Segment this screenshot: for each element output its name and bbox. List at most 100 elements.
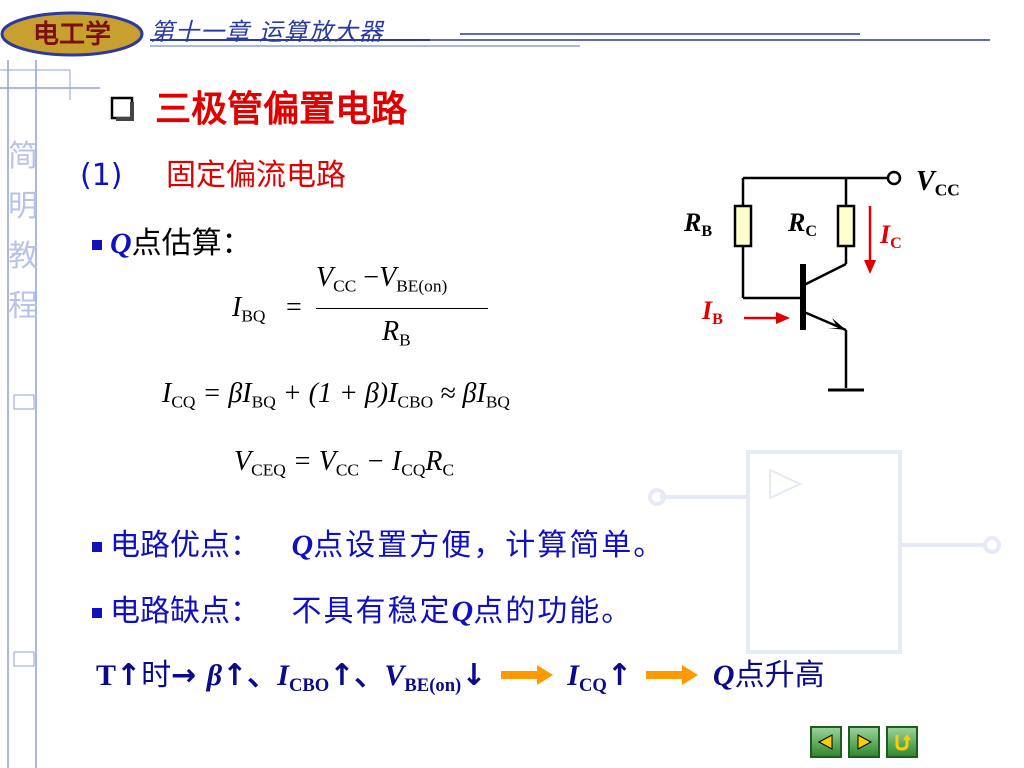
orange-arrow-icon <box>646 665 699 685</box>
chain-i: I <box>277 659 289 692</box>
chain-up1: ↑ <box>116 658 142 693</box>
eq3-part2: − I <box>366 446 402 477</box>
return-button[interactable] <box>886 726 918 758</box>
slide-title: 三极管偏置电路 <box>155 89 408 130</box>
eq1-minus: − <box>363 262 380 293</box>
vtitle-char: 简 <box>8 139 38 174</box>
chain-up3: ↑、 <box>329 658 385 693</box>
chain-shi: 时 <box>141 658 172 693</box>
eq3-sub-cq: CQ <box>401 460 426 480</box>
transistor-base-bar <box>800 264 806 330</box>
eq2-i: I <box>162 378 172 409</box>
chain-beta: β <box>206 659 223 692</box>
section-title: 固定偏流电路 <box>166 158 347 193</box>
disadvantage-label: 电路缺点： <box>110 594 260 629</box>
square-bullet-icon <box>92 608 102 618</box>
vcc-v: V <box>916 166 935 197</box>
eq3-sub-c: C <box>442 460 455 480</box>
eq1-lhs-sub: BQ <box>241 306 266 326</box>
section-number: (1) <box>80 158 123 193</box>
eq2-sub-cq: CQ <box>171 392 196 412</box>
disadvantage-post: 点的功能。 <box>473 594 634 629</box>
circuit-diagram <box>733 170 902 392</box>
slide-title-row: 三极管偏置电路 <box>108 80 407 132</box>
rc-sub: C <box>805 223 817 241</box>
chapter-title: 第十一章 运算放大器 <box>150 18 384 46</box>
orange-arrow-icon <box>500 665 553 685</box>
ic-arrow-head <box>864 260 876 274</box>
eq1-sub2: BE(on) <box>396 276 448 296</box>
eq1-v2: V <box>379 262 397 293</box>
advantage-row: 电路优点： Q点设置方便，计算简单。 <box>92 520 665 564</box>
square-bullet-icon <box>92 542 102 552</box>
ic-sub: C <box>890 235 902 253</box>
eq2-part1: = βI <box>202 378 252 409</box>
chain-sub-cq: CQ <box>578 674 607 696</box>
rc-r: R <box>788 208 806 237</box>
chain-t: T <box>96 659 117 692</box>
equation-vceq: VCEQ = VCC − ICQRC <box>234 446 454 481</box>
eq2-sub-cbo: CBO <box>397 392 434 412</box>
chain-down: ↓ <box>461 658 487 693</box>
eq1-fraction-line <box>316 308 488 309</box>
chain-sub-be: BE(on) <box>404 674 462 696</box>
ic-i: I <box>880 220 891 249</box>
rc-label: RC <box>788 208 817 241</box>
eq2-sub-bq2: BQ <box>485 392 510 412</box>
vcc-sub: CC <box>934 180 960 200</box>
advantage-q: Q <box>291 529 314 562</box>
eq2-part3: ≈ βI <box>440 378 486 409</box>
bottom-chain: T↑时→ β↑、ICBO↑、VBE(on)↓ ICQ↑ Q点升高 <box>96 650 825 697</box>
eq1-den-r: R <box>382 316 400 347</box>
advantage-label: 电路优点： <box>110 528 260 563</box>
ib-label: IB <box>702 296 723 329</box>
nav-buttons <box>810 726 918 758</box>
eq2-part2: + (1 + β)I <box>282 378 398 409</box>
square-bullet-icon <box>92 240 102 250</box>
eq1-denominator: RB <box>382 316 411 351</box>
prev-button[interactable] <box>810 726 842 758</box>
q-label-text: 点估算： <box>131 226 252 261</box>
chain-v: V <box>384 659 405 692</box>
eq1-equals: = <box>286 292 302 323</box>
ic-label: IC <box>880 220 902 253</box>
eq3-v: V <box>234 446 252 477</box>
equation-icq: ICQ = βIBQ + (1 + β)ICBO ≈ βIBQ <box>162 378 510 413</box>
checkbox-bullet-icon <box>110 96 134 121</box>
chain-rise: 点升高 <box>734 658 825 693</box>
triangle-left-icon <box>817 734 833 750</box>
ib-i: I <box>702 296 713 325</box>
ib-sub: B <box>712 311 723 329</box>
equation-ibq: IBQ = VCC −VBE(on) RB <box>232 262 502 362</box>
chain-q: Q <box>712 659 735 692</box>
chain-i2: I <box>567 659 579 692</box>
eq3-sub-cc: CC <box>335 460 360 480</box>
advantage-text: 点设置方便，计算简单。 <box>313 528 666 563</box>
ib-arrow-head <box>776 312 790 324</box>
emitter-arrow <box>828 318 846 330</box>
eq1-numerator: VCC −VBE(on) <box>316 262 447 297</box>
eq1-den-sub: B <box>399 330 411 350</box>
disadvantage-pre: 不具有稳定 <box>291 594 452 629</box>
return-arrow-icon <box>895 734 911 751</box>
rc-resistor <box>836 204 856 248</box>
triangle-right-icon <box>857 734 873 750</box>
sidebar-vertical-title: 简 明 教 程 <box>6 132 40 332</box>
vcc-label: VCC <box>916 166 960 201</box>
chain-arrow: → <box>171 658 197 693</box>
next-button[interactable] <box>848 726 880 758</box>
vcc-terminal <box>886 170 902 186</box>
eq3-part1: = V <box>292 446 336 477</box>
chain-up4: ↑ <box>606 658 632 693</box>
eq3-sub-ceq: CEQ <box>251 460 286 480</box>
disadvantage-q: Q <box>451 595 474 628</box>
rb-r: R <box>684 208 702 237</box>
eq2-sub-bq: BQ <box>251 392 276 412</box>
vtitle-char: 教 <box>8 239 38 274</box>
eq1-lhs: I <box>232 292 242 323</box>
vtitle-char: 程 <box>8 289 38 324</box>
eq1-v1: V <box>316 262 334 293</box>
rb-label: RB <box>684 208 712 241</box>
section-heading: (1) 固定偏流电路 <box>80 150 346 194</box>
